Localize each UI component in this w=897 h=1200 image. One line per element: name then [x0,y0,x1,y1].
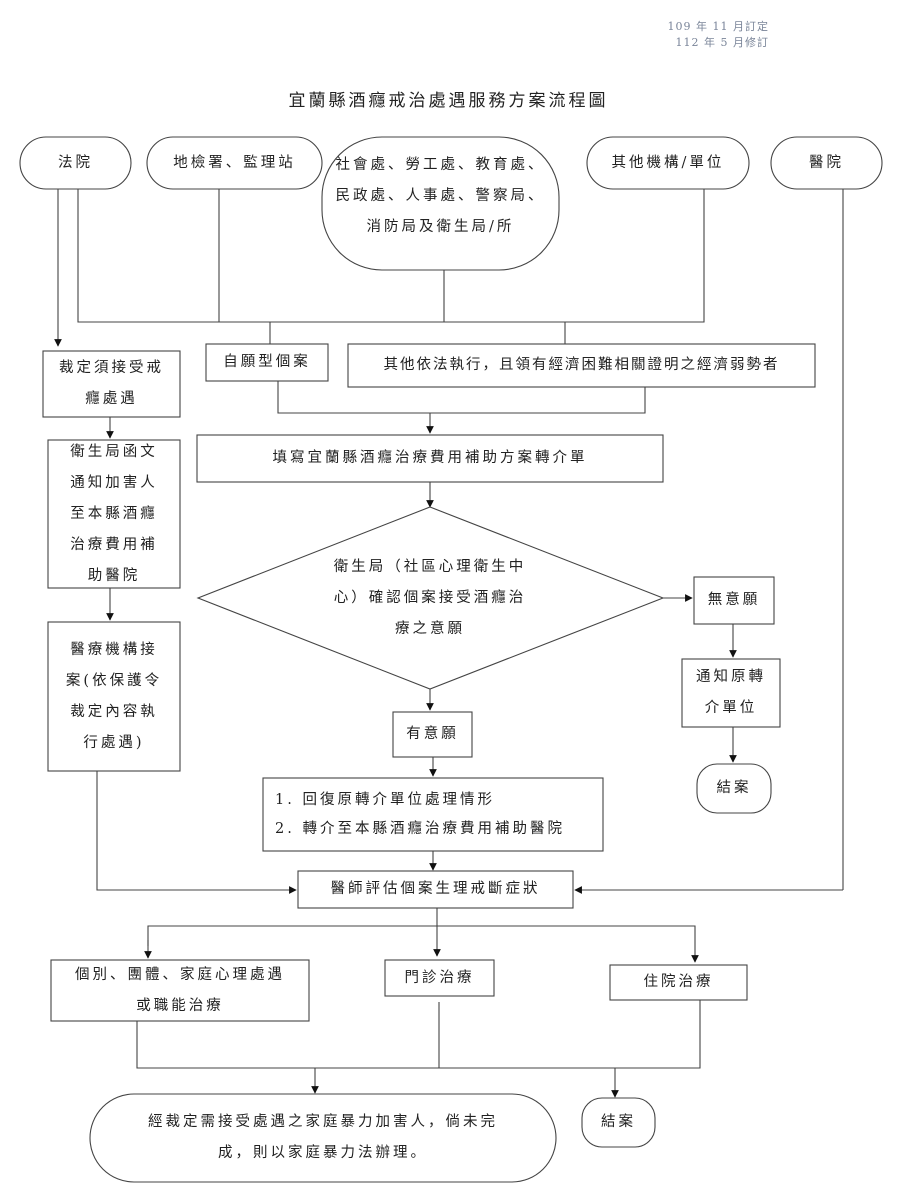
unwilling-box [693,576,775,625]
health-notice-label: 衛生局函文 通知加害人 至本縣酒癮 治療費用補 助醫院 [48,440,180,588]
notify-referrer-line-1: 通知原轉 [696,669,766,685]
health-notice-line-2: 通知加害人 [70,474,158,491]
other-units-terminator [586,136,750,190]
agencies-label: 社會處、勞工處、教育處、 民政處、人事處、警察局、 消防局及衛生局/所 [322,146,559,246]
physician-eval-label: 醫師評估個案生理戒斷症狀 [330,881,541,897]
court-order-line-2: 癮處遇 [85,391,138,407]
health-notice-line-1: 衛生局函文 [70,443,158,460]
health-notice-line-4: 治療費用補 [70,536,158,553]
dv-note-line-1: 經裁定需接受處遇之家庭暴力加害人，倘未完 [148,1114,498,1130]
dv-note-terminator [89,1093,557,1183]
therapy-line-1: 個別、團體、家庭心理處遇 [75,966,285,983]
therapy-box [50,959,310,1022]
decision-line-1: 衛生局（社區心理衛生中 [333,558,527,575]
close-case-2-label: 結案 [601,1114,636,1130]
health-notice-box [47,439,181,589]
decision-label: 衛生局（社區心理衛生中 心）確認個案接受酒癮治 療之意願 [290,550,570,646]
action-item-1: 1. 回復原轉介單位處理情形 [275,792,495,808]
medical-intake-line-4: 行處遇) [83,734,145,751]
notify-referrer-line-2: 介單位 [704,700,758,716]
economic-label: 其他依法執行，且領有經濟困難相關證明之經濟弱勢者 [383,357,780,373]
hospital-label: 醫院 [809,154,844,171]
court-order-label: 裁定須接受戒 癮處遇 [43,351,180,417]
close-case-1-terminator [696,763,772,814]
other-units-line [565,189,705,323]
therapy-merge-line [136,1021,440,1069]
medical-intake-box [47,621,181,772]
revision-established: 109 年 11 月訂定 [667,20,769,33]
revision-revised: 112 年 5 月修訂 [675,36,769,49]
intake-to-eval-line [96,771,297,894]
medical-intake-line-1: 醫療機構接 [70,641,158,658]
health-notice-line-5: 助醫院 [87,567,141,584]
close-case-2-terminator [581,1097,656,1148]
inpatient-merge-line [425,1000,701,1069]
court-terminator [19,136,132,190]
medical-intake-label: 醫療機構接 案(依保護令 裁定內容執 行處遇) [48,622,180,771]
inpatient-label: 住院治療 [643,974,714,990]
dv-note-line-2: 成，則以家庭暴力法辦理。 [218,1145,428,1161]
page-title: 宜蘭縣酒癮戒治處遇服務方案流程圖 [288,91,609,111]
actions-label: 1. 回復原轉介單位處理情形 2. 轉介至本縣酒癮治療費用補助醫院 [275,782,600,848]
voluntary-merge-line [277,381,646,414]
voluntary-label: 自願型個案 [223,354,311,370]
medical-intake-line-3: 裁定內容執 [70,703,158,720]
voluntary-box [205,343,329,382]
agencies-line-1: 社會處、勞工處、教育處、 [335,156,546,173]
branch-bus-line [147,925,699,963]
therapy-line-2: 或職能治療 [136,997,224,1014]
agencies-terminator [321,136,560,271]
unwilling-label: 無意願 [707,592,761,608]
court-to-bus-line [77,189,565,323]
notify-referrer-box [681,658,781,728]
agencies-line-3: 消防局及衛生局/所 [366,218,515,235]
economic-box [347,343,816,388]
notify-referrer-label: 通知原轉 介單位 [682,659,780,727]
willing-label: 有意願 [406,726,459,742]
agencies-line-2: 民政處、人事處、警察局、 [335,187,546,204]
physician-eval-box [297,870,574,909]
prosecutor-terminator [146,136,323,190]
health-notice-line-3: 至本縣酒癮 [70,505,158,522]
action-item-2: 2. 轉介至本縣酒癮治療費用補助醫院 [275,821,565,837]
hospital-terminator [770,136,883,190]
decision-line-2: 心）確認個案接受酒癮治 [333,589,527,606]
dv-note-label: 經裁定需接受處遇之家庭暴力加害人，倘未完 成，則以家庭暴力法辦理。 [90,1094,556,1182]
close-case-1-label: 結案 [716,780,752,796]
court-order-line-1: 裁定須接受戒 [59,360,164,376]
decision-line-3: 療之意願 [395,620,465,637]
other-units-label: 其他機構/單位 [611,154,725,171]
outpatient-label: 門診治療 [404,969,475,986]
court-order-box [42,350,181,418]
therapy-label: 個別、團體、家庭心理處遇 或職能治療 [51,960,309,1021]
outpatient-box [384,959,495,997]
court-label: 法院 [58,154,93,171]
referral-form-label: 填寫宜蘭縣酒癮治療費用補助方案轉介單 [272,450,588,466]
prosecutor-label: 地檢署、監理站 [173,154,296,171]
medical-intake-line-2: 案(依保護令 [65,672,163,689]
inpatient-box [609,964,748,1001]
